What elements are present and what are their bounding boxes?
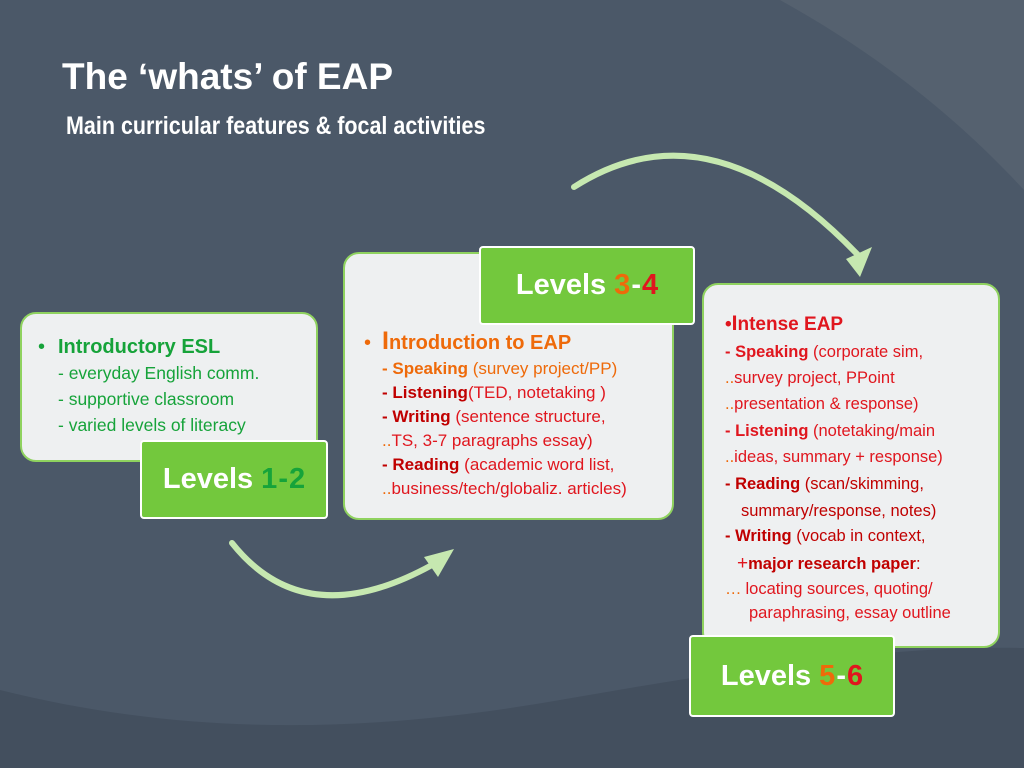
card3-research-cont-2: paraphrasing, essay outline <box>749 604 951 622</box>
card2-heading: Introduction to EAP <box>382 327 572 355</box>
card1-item-3: - varied levels of literacy <box>58 415 246 435</box>
curved-arrow-right-icon <box>571 152 872 277</box>
page-subtitle: Main curricular features & focal activit… <box>66 112 486 140</box>
card3-listening: - Listening (notetaking/main <box>725 422 935 440</box>
card-intense-eap: •Intense EAP - Speaking (corporate sim, … <box>702 283 1000 648</box>
bullet: • <box>38 336 46 358</box>
card3-speaking-cont-2: ..presentation & response) <box>725 395 919 413</box>
card1-item-2: - supportive classroom <box>58 389 235 409</box>
card2-reading-cont: ..business/tech/globaliz. articles) <box>382 479 627 498</box>
card3-heading: •Intense EAP <box>725 312 844 335</box>
page-title: The ‘whats’ of EAP <box>62 56 393 97</box>
card3-writing: - Writing (vocab in context, <box>725 527 926 545</box>
card2-writing: - Writing (sentence structure, <box>382 407 606 426</box>
card-introductory-esl: • Introductory ESL - everyday English co… <box>20 312 318 462</box>
card1-heading: Introductory ESL <box>58 336 221 358</box>
card3-reading-cont: summary/response, notes) <box>741 502 937 520</box>
card1-item-1: - everyday English comm. <box>58 363 260 383</box>
card3-research-paper: +major research paper: <box>737 553 921 574</box>
bullet: • <box>364 332 372 354</box>
card3-listening-cont: ..ideas, summary + response) <box>725 448 943 466</box>
card2-speaking: - Speaking (survey project/PP) <box>382 359 618 378</box>
card2-writing-cont: ..TS, 3-7 paragraphs essay) <box>382 431 593 450</box>
curved-arrow-up-icon <box>229 540 454 599</box>
card2-listening: - Listening(TED, notetaking ) <box>382 383 606 402</box>
card3-research-cont-1: …locating sources, quoting/ <box>725 580 933 598</box>
card3-speaking-cont-1: ..survey project, PPoint <box>725 369 895 387</box>
card3-speaking: - Speaking (corporate sim, <box>725 343 924 361</box>
card3-reading: - Reading (scan/skimming, <box>725 475 924 493</box>
card2-reading: - Reading (academic word list, <box>382 455 615 474</box>
